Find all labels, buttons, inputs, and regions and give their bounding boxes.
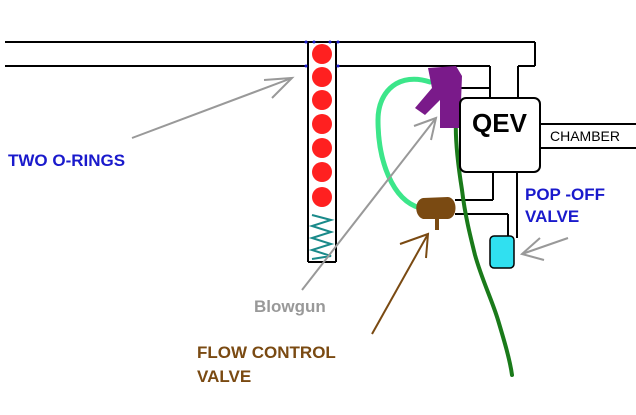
o-ring (312, 187, 332, 207)
o-ring (312, 162, 332, 182)
barrel (5, 41, 536, 67)
qev-box (459, 97, 541, 173)
spring (308, 214, 335, 260)
green-wire (453, 118, 514, 377)
o-ring (312, 44, 332, 64)
chamber-label: CHAMBER (550, 128, 620, 144)
piston-tube (307, 42, 337, 263)
blowgun-hose (375, 76, 433, 211)
pop-off-label-line2: VALVE (525, 207, 579, 226)
blowgun-label: Blowgun (254, 297, 326, 316)
pop-off-label-line1: POP -OFF (525, 185, 605, 204)
qev-label: QEV (472, 108, 528, 138)
flow-control-label-line1: FLOW CONTROL (197, 343, 336, 362)
o-ring (312, 67, 332, 87)
pop-off-valve (489, 235, 515, 269)
flow-control-valve (416, 197, 456, 230)
o-ring (312, 138, 332, 158)
o-rings (312, 44, 332, 207)
o-ring (312, 114, 332, 134)
pointer-arrows (131, 76, 569, 335)
blowgun-body (415, 66, 462, 128)
two-o-rings-label: TWO O-RINGS (8, 151, 125, 170)
flow-control-label-line2: VALVE (197, 367, 251, 386)
o-ring (312, 90, 332, 110)
junction-dots (304, 40, 340, 68)
